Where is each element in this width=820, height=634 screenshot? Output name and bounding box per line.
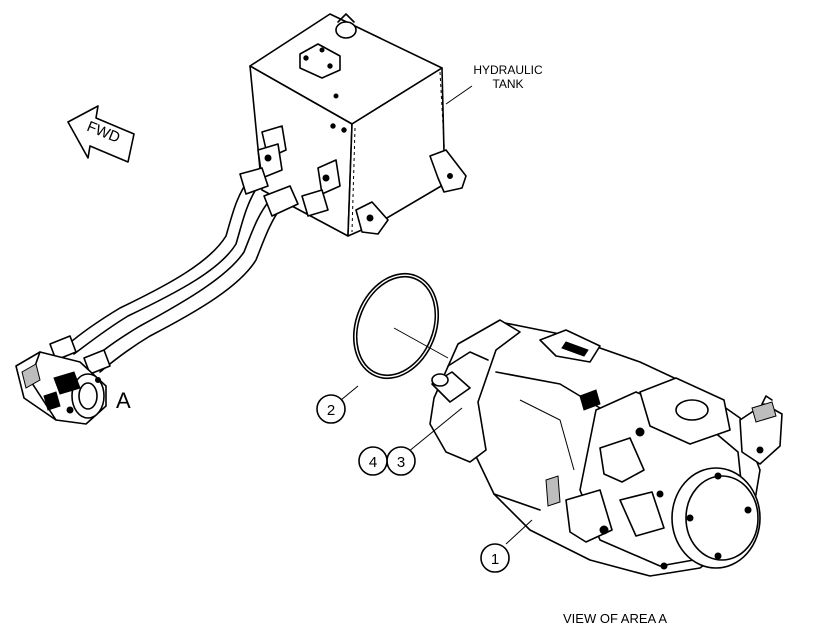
leader-lines (340, 85, 533, 545)
main-pump (429, 319, 783, 577)
fwd-arrow-icon: FWD (67, 105, 135, 163)
pump-area-a (15, 351, 107, 425)
svg-text:3: 3 (397, 454, 405, 471)
tank-label-line2: TANK (492, 77, 523, 91)
area-a-label: A (116, 388, 131, 413)
hydraulic-tank (249, 13, 467, 237)
o-ring (352, 272, 440, 380)
svg-text:2: 2 (327, 402, 335, 419)
callout-4: 4 (358, 446, 388, 476)
callout-2: 2 (316, 394, 346, 424)
svg-text:4: 4 (369, 454, 377, 471)
view-label: VIEW OF AREA A (563, 611, 667, 626)
callout-1: 1 (480, 543, 510, 573)
svg-text:1: 1 (491, 551, 499, 568)
callout-3: 3 (386, 446, 416, 476)
tank-label-line1: HYDRAULIC (473, 63, 543, 77)
hydraulic-hoses (49, 167, 299, 375)
